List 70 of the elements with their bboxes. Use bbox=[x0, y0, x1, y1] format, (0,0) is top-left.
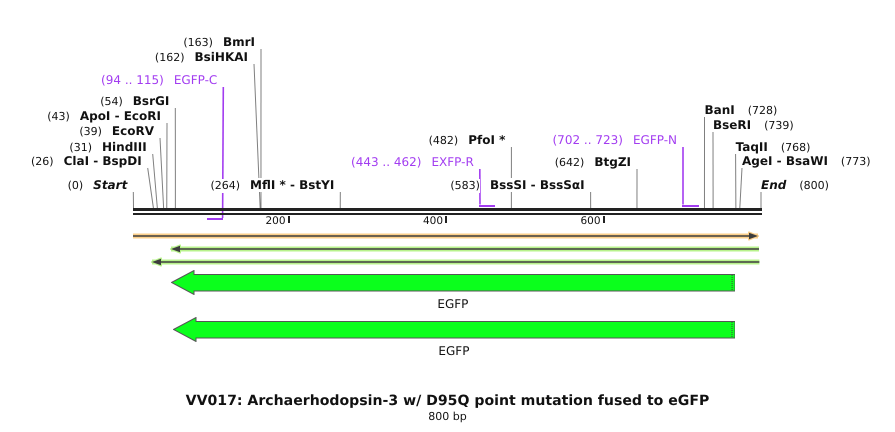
primer-range: (443 .. 462) bbox=[351, 155, 422, 169]
leader-line bbox=[132, 192, 134, 208]
leader-line bbox=[739, 168, 742, 208]
leader-line bbox=[174, 108, 176, 208]
enzyme-name: ClaI - BspDI bbox=[64, 154, 142, 168]
scale-label: 400 bbox=[422, 215, 443, 228]
site-position: (39) bbox=[79, 125, 102, 139]
enzyme-name: HindIII bbox=[102, 140, 147, 154]
leader-line bbox=[152, 154, 158, 208]
leader-line bbox=[160, 138, 164, 208]
site-position: (768) bbox=[780, 141, 810, 155]
enzyme-name: BssSI - BssSαI bbox=[490, 178, 585, 192]
site-position: (264) bbox=[210, 179, 240, 193]
leader-line bbox=[260, 48, 262, 208]
enzyme-name: BtgZI bbox=[594, 155, 631, 169]
leader-line bbox=[147, 168, 154, 208]
enzyme-name: BseRI bbox=[713, 118, 752, 132]
leader-line bbox=[735, 154, 736, 208]
site-position: (0) bbox=[68, 179, 84, 193]
enzyme-name: EcoRV bbox=[112, 124, 154, 138]
primer-name: EGFP-N bbox=[632, 133, 677, 147]
leader-line bbox=[340, 192, 341, 208]
site-position: (739) bbox=[764, 119, 794, 133]
enzyme-name: BmrI bbox=[222, 35, 255, 49]
feature-label: EGFP bbox=[438, 344, 470, 358]
feature-label: EGFP bbox=[437, 296, 468, 310]
scale-label: 600 bbox=[580, 215, 600, 228]
terminus-label: End bbox=[761, 178, 786, 192]
scale-label: 200 bbox=[265, 215, 286, 228]
map-title: VV017: Archaerhodopsin-3 w/ D95Q point mutation fused to eGFP bbox=[186, 392, 710, 410]
primer-range: (94 .. 115) bbox=[101, 73, 164, 87]
enzyme-name: ApoI - EcoRI bbox=[80, 109, 161, 123]
site-position: (800) bbox=[799, 179, 829, 193]
dna-backbone bbox=[133, 208, 762, 215]
feature-track bbox=[132, 231, 759, 241]
sequence-length: 800 bp bbox=[428, 410, 467, 423]
leader-line bbox=[222, 87, 224, 218]
feature-track bbox=[150, 257, 760, 267]
leader-line bbox=[590, 192, 592, 208]
leader-line bbox=[712, 132, 714, 208]
site-position: (162) bbox=[154, 51, 184, 65]
site-position: (54) bbox=[100, 95, 123, 109]
enzyme-name: PfoI * bbox=[468, 133, 506, 147]
enzyme-name: TaqII bbox=[736, 140, 768, 154]
leader-line bbox=[682, 147, 684, 204]
leader-line bbox=[479, 169, 481, 204]
site-position: (43) bbox=[47, 110, 70, 124]
enzyme-name: BsiHKAI bbox=[194, 50, 248, 64]
site-position: (26) bbox=[30, 155, 54, 169]
terminus-label: Start bbox=[93, 178, 128, 192]
enzyme-name: MflI * - BstYI bbox=[250, 178, 334, 192]
site-position: (163) bbox=[183, 36, 213, 50]
leader-line bbox=[760, 192, 762, 208]
enzyme-name: BsrGI bbox=[132, 94, 170, 108]
site-position: (31) bbox=[69, 141, 92, 155]
site-position: (583) bbox=[450, 179, 480, 193]
site-position: (773) bbox=[840, 155, 870, 169]
primer-name: EGFP-C bbox=[174, 73, 218, 87]
site-position: (728) bbox=[748, 104, 778, 118]
enzyme-name: BanI bbox=[704, 103, 735, 117]
primer-name: EXFP-R bbox=[431, 155, 474, 169]
feature-track bbox=[170, 244, 760, 254]
leader-line bbox=[704, 116, 705, 208]
enzyme-name: AgeI - BsaWI bbox=[742, 154, 828, 168]
leader-line bbox=[254, 64, 261, 208]
leader-line bbox=[166, 122, 168, 208]
primer-range: (702 .. 723) bbox=[552, 133, 623, 147]
leader-line bbox=[636, 168, 638, 208]
site-position: (642) bbox=[554, 156, 584, 170]
site-position: (482) bbox=[428, 134, 458, 148]
